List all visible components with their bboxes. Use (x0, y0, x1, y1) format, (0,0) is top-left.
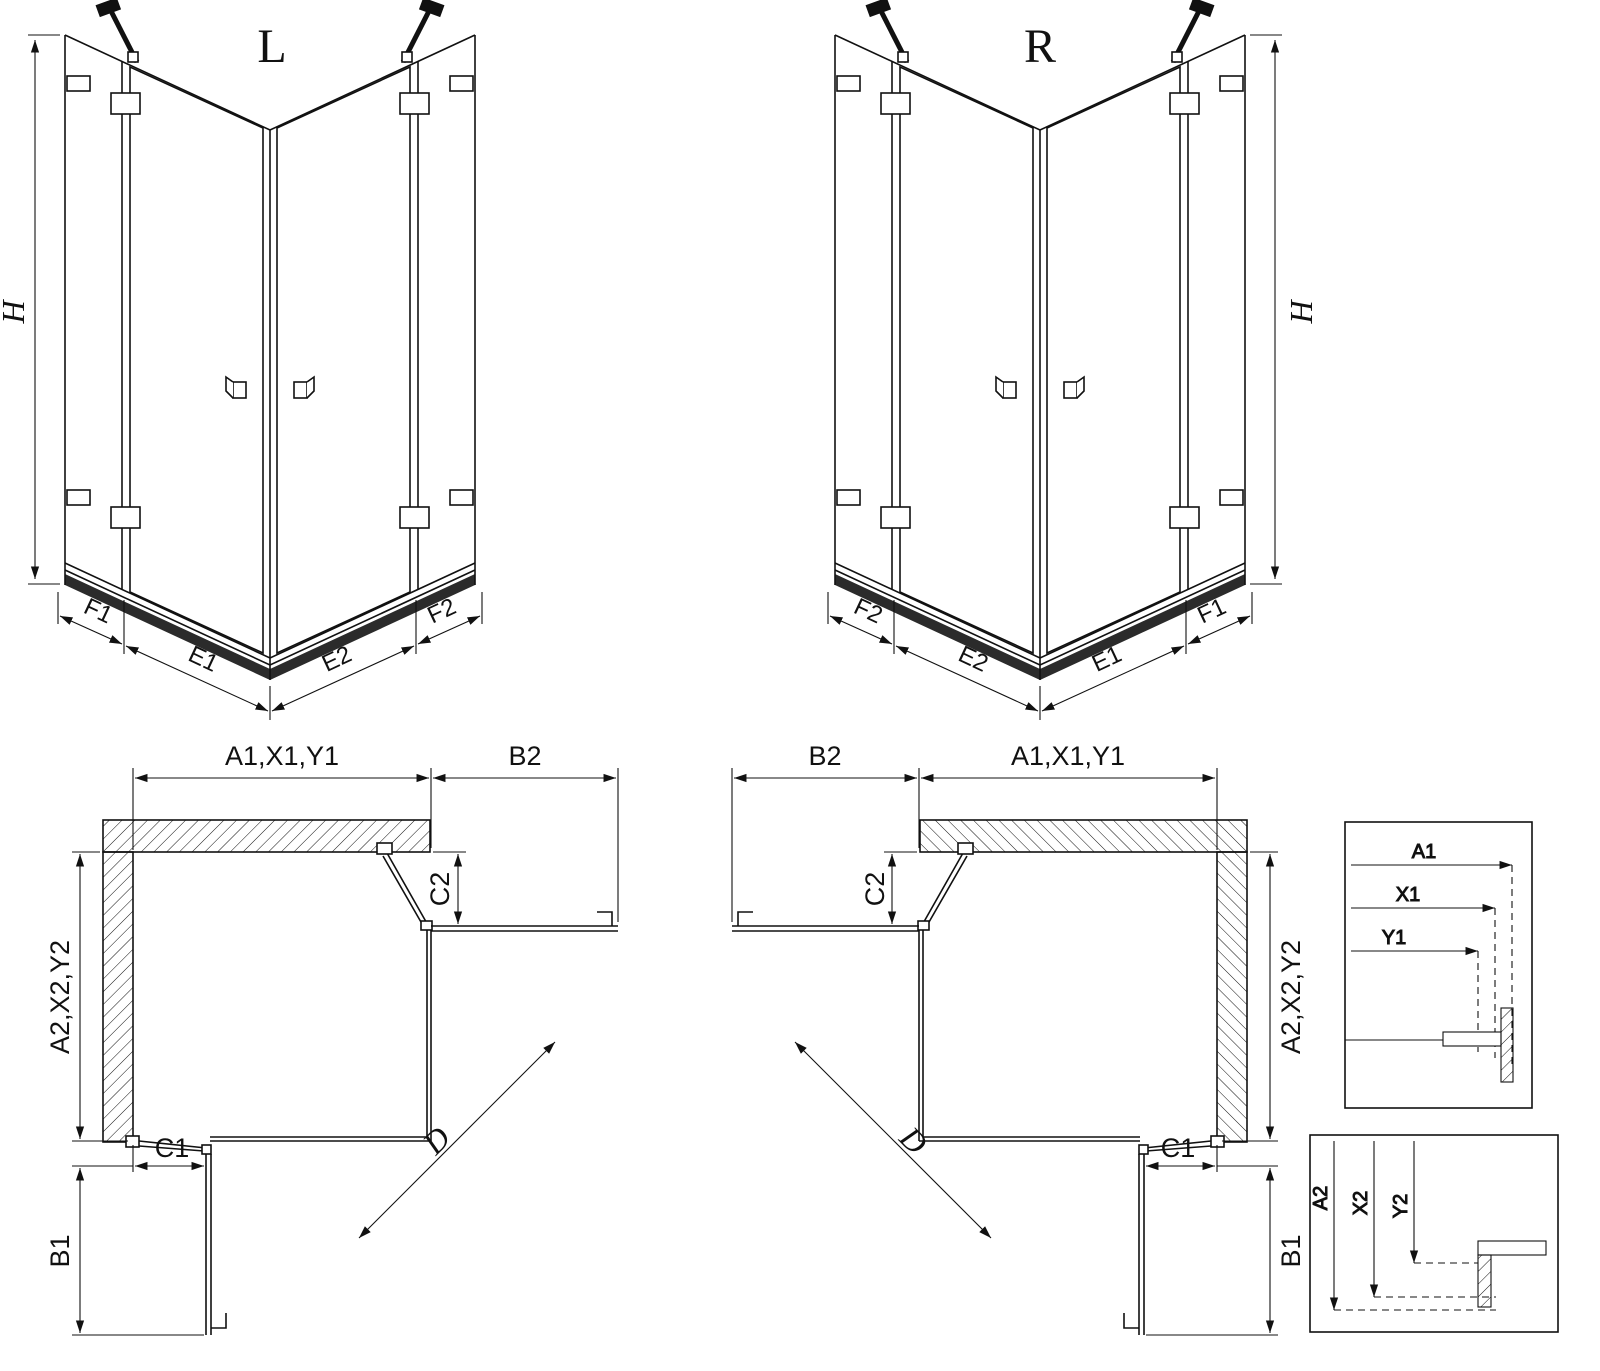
detail-depth-measurement: A2 X2 Y2 (1309, 1134, 1559, 1333)
detail-label-y1: Y1 (1382, 927, 1406, 949)
dim-label-b2: B2 (808, 741, 841, 771)
detail-width-measurement: A1 X1 Y1 (1344, 821, 1533, 1109)
dim-label-b2: B2 (508, 741, 541, 771)
height-dim-label: H (1283, 299, 1319, 325)
detail-label-a1: A1 (1412, 841, 1436, 863)
detail-box-border (1344, 821, 1533, 1109)
dim-label-width: A1,X1,Y1 (225, 741, 339, 771)
detail-label-a2: A2 (1310, 1186, 1332, 1210)
perspective-view-right: R H F2 E2 E1 F1 (828, 0, 1319, 720)
dim-label-depth: A2,X2,Y2 (1276, 940, 1306, 1054)
dim-label-width: A1,X1,Y1 (1011, 741, 1125, 771)
dim-label-b1: B1 (1276, 1234, 1306, 1267)
detail-label-x2: X2 (1350, 1191, 1372, 1215)
variant-label-right: R (1024, 20, 1056, 73)
dim-label-c1: C1 (155, 1133, 190, 1163)
dim-label-b1: B1 (45, 1234, 75, 1267)
dim-label-depth: A2,X2,Y2 (45, 940, 75, 1054)
plan-view-left: A1,X1,Y1 B2 C2 A2,X2,Y2 C1 B1 D (45, 741, 618, 1335)
detail-label-x1: X1 (1396, 884, 1420, 906)
plan-view-right: B2 A1,X1,Y1 C2 A2,X2,Y2 C1 B1 D (732, 741, 1306, 1335)
variant-label-left: L (257, 20, 286, 73)
height-dim-label: H (0, 299, 31, 325)
detail-label-y2: Y2 (1390, 1194, 1412, 1218)
dim-label-c1: C1 (1161, 1133, 1196, 1163)
detail-box-border (1309, 1134, 1559, 1333)
dim-label-c2: C2 (425, 872, 455, 907)
dim-label-c2: C2 (860, 872, 890, 907)
